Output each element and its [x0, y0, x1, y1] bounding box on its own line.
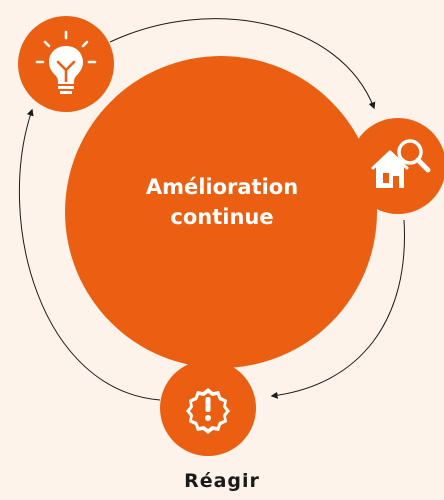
step-node-idea — [18, 16, 114, 112]
arrow-idea-to-inspect — [109, 18, 376, 110]
step-node-inspect — [350, 118, 444, 214]
step-label-react: Réagir — [184, 470, 260, 492]
center-title: Amélioration continue — [100, 172, 344, 232]
center-title-line-1: Amélioration — [145, 175, 299, 199]
alert-badge-icon — [186, 388, 230, 434]
lightbulb-icon — [35, 30, 97, 94]
center-title-line-2: continue — [170, 205, 274, 229]
arrow-inspect-to-react — [270, 219, 405, 399]
arrow-react-to-idea — [18, 108, 161, 401]
center-circle — [65, 56, 377, 368]
house-search-icon — [371, 139, 431, 188]
step-node-react — [160, 360, 256, 456]
